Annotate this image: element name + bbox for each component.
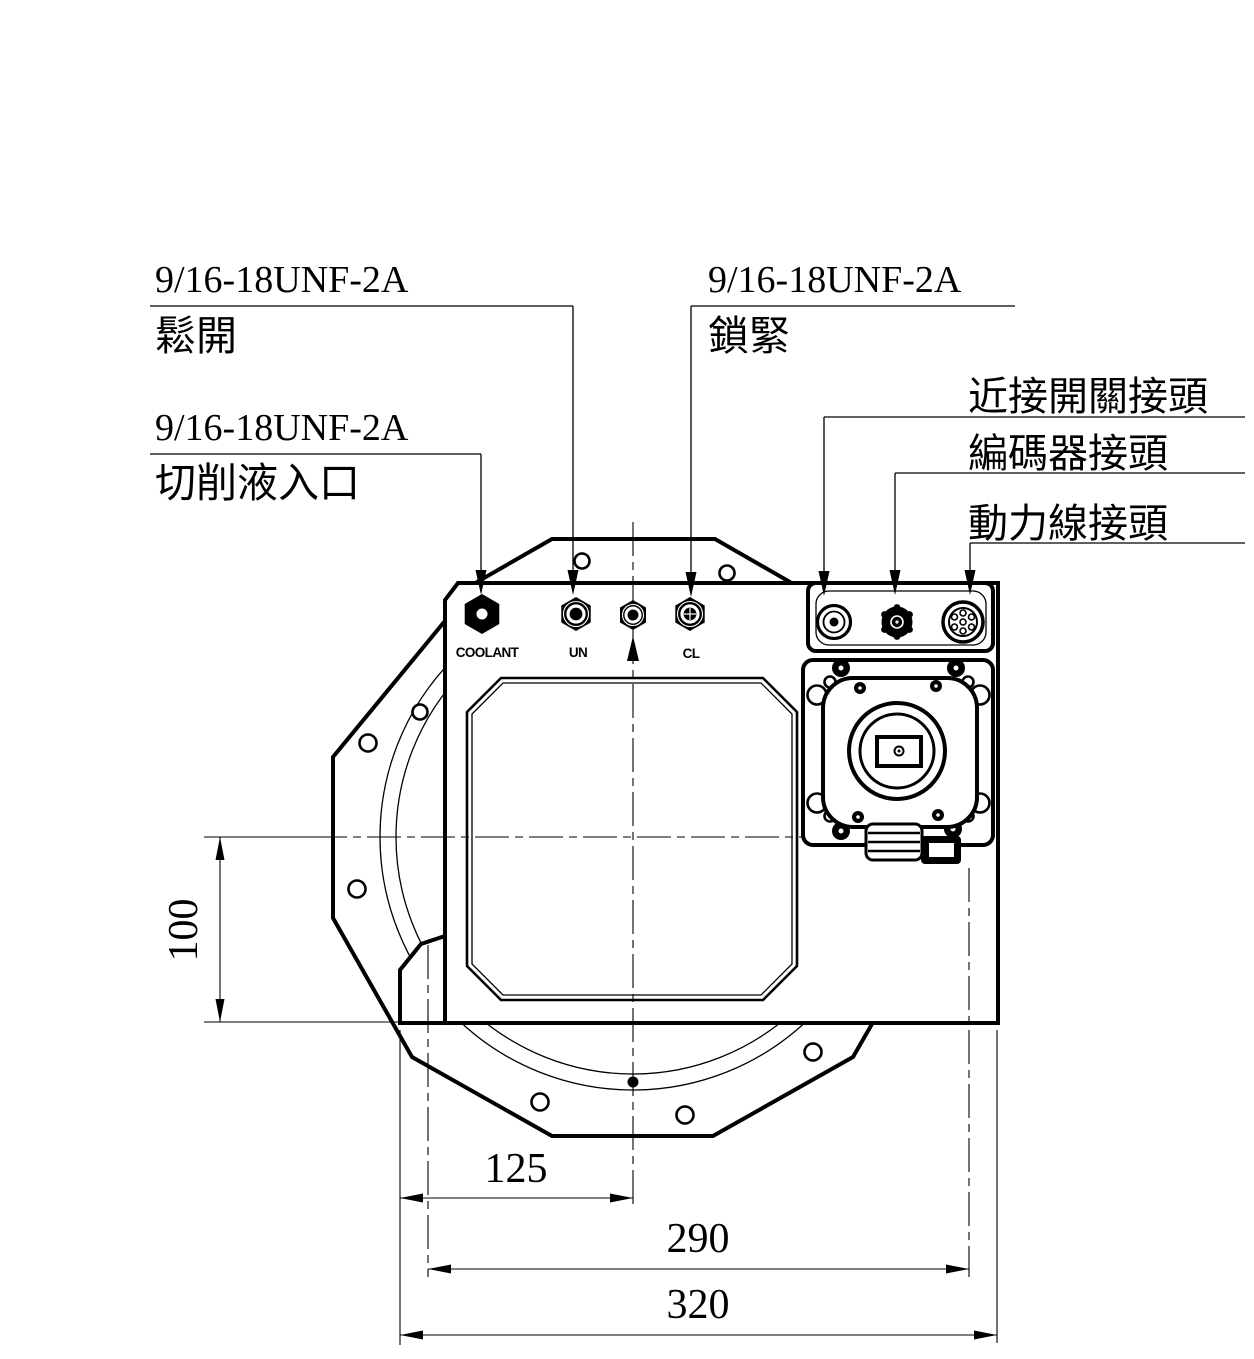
dim-100-text: 100	[161, 899, 207, 962]
coolant-port-label: COOLANT	[456, 645, 520, 660]
proximity-connector-icon	[815, 603, 853, 641]
dimension-320: 320	[400, 1030, 998, 1343]
opening-outline-outer	[465, 676, 799, 1002]
flange-bolt-holes	[347, 552, 823, 1125]
center-port-icon	[620, 600, 646, 630]
proximity-connector-label: 近接開關接頭	[968, 374, 1208, 419]
clamp-port-icon	[675, 597, 705, 631]
dimension-100: 100	[161, 836, 400, 1023]
connector-block	[806, 581, 995, 653]
hex-ports: COOLANT UN CL	[456, 594, 705, 661]
callout-texts: 9/16-18UNF-2A 鬆開 9/16-18UNF-2A 切削液入口 9/1…	[155, 259, 1208, 546]
power-connector-label: 動力線接頭	[968, 501, 1168, 546]
dim-320-text: 320	[667, 1282, 730, 1328]
dim-290-text: 290	[667, 1216, 730, 1262]
bolt-hole	[358, 733, 378, 753]
unclamp-port-icon	[561, 597, 591, 631]
dimension-125: 125	[399, 1030, 633, 1345]
bolt-hole	[530, 1092, 550, 1112]
bolt-hole	[675, 1105, 695, 1125]
bolt-hole	[347, 879, 367, 899]
bolt-hole	[803, 1042, 823, 1062]
power-connector-icon	[941, 600, 985, 644]
center-opening	[465, 676, 799, 1002]
clamp-port-label: CL	[683, 646, 700, 661]
dimension-290: 290	[427, 868, 970, 1277]
bolt-hole	[573, 552, 591, 570]
encoder-connector-label: 編碼器接頭	[968, 431, 1168, 476]
coolant-thread-label: 切削液入口	[155, 460, 360, 506]
motor-shaft-ring	[858, 712, 936, 790]
coolant-thread-spec: 9/16-18UNF-2A	[155, 407, 409, 449]
leader-lines	[150, 305, 1245, 597]
clamp-thread-spec: 9/16-18UNF-2A	[708, 259, 962, 301]
bolt-hole	[718, 564, 736, 582]
motor-terminal-box	[921, 836, 961, 864]
clamp-thread-label: 鎖緊	[708, 313, 790, 359]
motor-assembly	[801, 658, 995, 864]
body-corner-tab	[398, 933, 447, 1025]
opening-outline-inner	[471, 682, 793, 996]
unclamp-thread-spec: 9/16-18UNF-2A	[155, 259, 409, 301]
unclamp-thread-label: 鬆開	[155, 313, 237, 359]
bolt-hole	[411, 703, 429, 721]
coolant-port-icon	[464, 594, 500, 634]
motor-terminal-fins	[864, 822, 924, 862]
up-direction-arrow	[627, 636, 639, 661]
encoder-connector-icon	[881, 604, 913, 640]
dim-125-text: 125	[485, 1146, 548, 1192]
unclamp-port-label: UN	[569, 645, 587, 660]
